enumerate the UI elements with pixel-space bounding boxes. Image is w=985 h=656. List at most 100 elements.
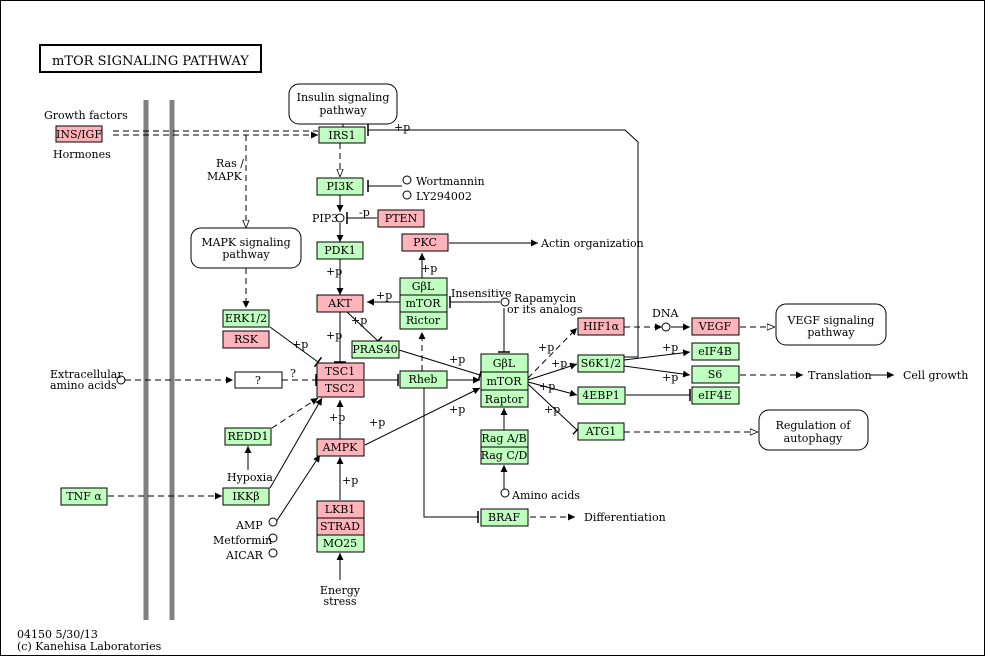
svg-text:IRS1: IRS1	[328, 129, 355, 142]
gene-eif4b[interactable]: eIF4B	[691, 342, 740, 361]
svg-text:?: ?	[255, 374, 261, 387]
label-pip3: PIP3	[312, 212, 338, 225]
mapk-signaling-pathway[interactable]: MAPK signaling pathway	[190, 227, 302, 269]
amino-acids-compound[interactable]	[500, 488, 510, 498]
svg-text:REDD1: REDD1	[228, 430, 269, 443]
svg-text:BRAF: BRAF	[488, 511, 520, 524]
gene-irs1[interactable]: IRS1	[318, 126, 366, 144]
svg-text:Insulin signaling: Insulin signaling	[297, 91, 390, 104]
gene-hif1a[interactable]: HIF1α	[577, 317, 625, 336]
lkb1-complex[interactable]: LKB1 STRAD MO25	[316, 500, 365, 553]
label-hypoxia: Hypoxia	[227, 471, 273, 484]
svg-text:MO25: MO25	[323, 537, 357, 550]
annot-rheb-p: +p	[449, 353, 465, 366]
gene-akt[interactable]: AKT	[316, 294, 364, 313]
dna-compound[interactable]	[661, 322, 671, 332]
gene-tnfa[interactable]: TNF α	[60, 487, 108, 506]
vegf-signaling-pathway[interactable]: VEGF signaling pathway	[775, 303, 887, 346]
svg-text:pathway: pathway	[807, 326, 855, 339]
rag-complex[interactable]: Rag A/B Rag C/D	[480, 429, 529, 465]
gene-vegf[interactable]: VEGF	[691, 317, 740, 336]
metformin-compound[interactable]	[268, 533, 278, 543]
extracellular-amino-acids-compound[interactable]	[116, 375, 126, 385]
svg-text:RSK: RSK	[234, 333, 259, 346]
annot-pdk1-p: +p	[326, 265, 342, 278]
label-differentiation: Differentiation	[584, 511, 666, 524]
svg-text:mTOR: mTOR	[486, 375, 522, 388]
label-rapamycin-analogs: or its analogs	[507, 303, 583, 316]
gene-ampk[interactable]: AMPK	[316, 438, 365, 457]
svg-text:GβL: GβL	[412, 280, 435, 293]
gene-rsk[interactable]: RSK	[222, 330, 270, 349]
mtorc2-complex[interactable]: GβL mTOR Rictor	[399, 277, 448, 330]
gene-4ebp1[interactable]: 4EBP1	[577, 386, 626, 405]
svg-text:TSC2: TSC2	[325, 382, 355, 395]
annot-lkb1-p: +p	[342, 474, 358, 487]
label-stress: stress	[323, 595, 356, 608]
compound-markers	[116, 175, 671, 558]
gene-s6[interactable]: S6	[691, 365, 740, 384]
insulin-signaling-pathway[interactable]: Insulin signaling pathway	[288, 83, 398, 125]
svg-text:pathway: pathway	[319, 104, 367, 117]
gene-eif4e[interactable]: eIF4E	[691, 386, 740, 405]
rapamycin-compound[interactable]	[500, 297, 510, 307]
gene-rheb[interactable]: Rheb	[399, 370, 448, 389]
gene-pi3k[interactable]: PI3K	[316, 177, 364, 196]
gene-braf[interactable]: BRAF	[480, 508, 529, 527]
gene-pdk1[interactable]: PDK1	[316, 241, 364, 260]
svg-text:IKKβ: IKKβ	[232, 490, 259, 503]
svg-text:eIF4B: eIF4B	[698, 345, 732, 358]
svg-text:INS/IGF: INS/IGF	[56, 128, 102, 141]
svg-text:VEGF: VEGF	[698, 320, 732, 333]
svg-text:AMPK: AMPK	[322, 441, 359, 454]
svg-text:PI3K: PI3K	[327, 180, 355, 193]
svg-text:Rag C/D: Rag C/D	[481, 449, 528, 462]
label-extracellular: Extracellular	[50, 368, 123, 381]
footer-id-date: 04150 5/30/13	[17, 628, 98, 641]
title-box	[39, 44, 262, 73]
annot-atg1-p: +p	[544, 403, 560, 416]
gene-pten[interactable]: PTEN	[377, 209, 425, 228]
gene-pras40[interactable]: PRAS40	[351, 340, 400, 359]
svg-text:S6K1/2: S6K1/2	[581, 357, 621, 370]
annot-ampk-p: +p	[329, 411, 345, 424]
gene-ins-igf[interactable]: INS/IGF	[55, 125, 103, 143]
unknown-sensor[interactable]: ?	[234, 371, 283, 389]
aicar-compound[interactable]	[268, 548, 278, 558]
pip3-compound[interactable]	[335, 213, 345, 223]
svg-text:Rictor: Rictor	[406, 314, 441, 327]
svg-text:S6: S6	[708, 368, 723, 381]
svg-text:AKT: AKT	[327, 297, 352, 310]
gene-s6k12[interactable]: S6K1/2	[577, 354, 625, 373]
annot-eif4b-p: +p	[662, 341, 678, 354]
annot-s6-p: +p	[662, 371, 678, 384]
amp-compound[interactable]	[268, 517, 278, 527]
gene-erk12[interactable]: ERK1/2	[222, 309, 270, 328]
wortmannin-compound[interactable]	[402, 175, 412, 185]
gene-atg1[interactable]: ATG1	[577, 422, 625, 441]
annot-pkc-p: +p	[421, 262, 437, 275]
ly294002-compound[interactable]	[402, 190, 412, 200]
label-aicar: AICAR	[225, 549, 264, 562]
edges	[108, 124, 894, 580]
label-rapamycin: Rapamycin	[514, 292, 576, 305]
svg-text:PDK1: PDK1	[324, 244, 355, 257]
label-amino-acids: Amino acids	[511, 489, 580, 502]
annot-irs1-p: +p	[394, 121, 410, 134]
gene-ikkb[interactable]: IKKβ	[222, 487, 270, 506]
svg-text:VEGF signaling: VEGF signaling	[787, 314, 875, 327]
mtorc1-complex[interactable]: GβL mTOR Raptor	[480, 353, 529, 408]
annot-pras-p: +p	[449, 403, 465, 416]
svg-text:MAPK signaling: MAPK signaling	[201, 236, 290, 249]
svg-text:4EBP1: 4EBP1	[582, 389, 620, 402]
gene-pkc[interactable]: PKC	[401, 233, 449, 252]
annot-hif-p: +p	[538, 341, 554, 354]
regulation-of-autophagy-pathway[interactable]: Regulation of autophagy	[758, 409, 869, 451]
annot-pten-p: -p	[359, 206, 370, 219]
label-amino-acids-ext: amino acids	[50, 379, 117, 392]
svg-text:TNF α: TNF α	[66, 490, 102, 503]
gene-redd1[interactable]: REDD1	[224, 427, 272, 446]
tsc-complex[interactable]: TSC1 TSC2	[316, 362, 365, 398]
svg-text:ATG1: ATG1	[585, 425, 616, 438]
